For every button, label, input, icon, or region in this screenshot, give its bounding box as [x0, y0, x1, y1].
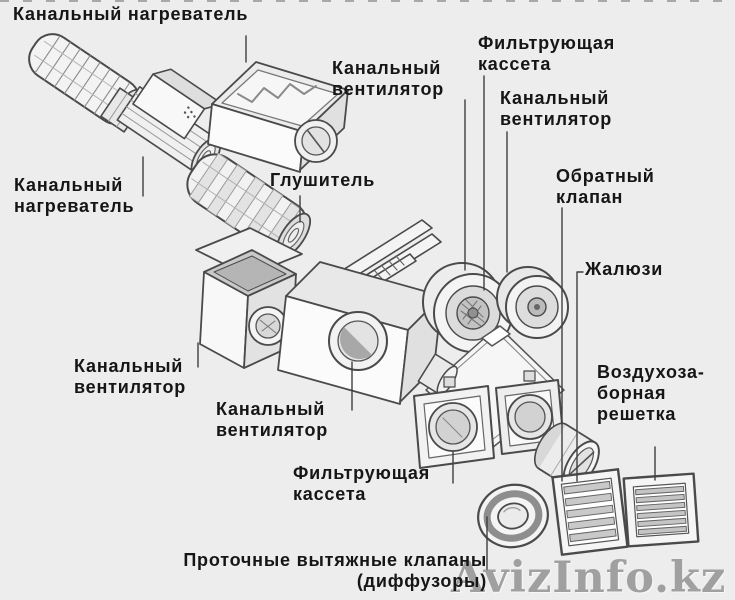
label-louvers: Жалюзи [585, 259, 664, 279]
duct-heater-top [207, 61, 349, 173]
label-duct-heater-top: Канальный нагреватель [13, 4, 249, 24]
air-intake-grille [622, 472, 700, 548]
inline-round-fan-2 [496, 266, 569, 339]
label-filter-cassette-upper: Фильтрующая кассета [478, 33, 616, 74]
louver-shutter [551, 468, 629, 556]
label-air-intake-grille: Воздухоза- борная решетка [597, 362, 705, 424]
label-duct-fan-center: Канальный вентилятор [216, 399, 329, 440]
exhaust-diffuser [477, 483, 549, 549]
label-duct-fan-upper: Канальный вентилятор [332, 58, 445, 99]
label-duct-fan-left: Канальный вентилятор [74, 356, 187, 397]
duct-fan-open-box [195, 227, 303, 369]
label-filter-cassette-lower: Фильтрующая кассета [293, 463, 431, 504]
label-silencer: Глушитель [270, 170, 376, 190]
label-exhaust-diffusers: Проточные вытяжные клапаны (диффузоры) [183, 550, 487, 591]
duct-heater-left [116, 68, 224, 176]
label-duct-heater-left: Канальный нагреватель [14, 175, 135, 216]
label-duct-fan-right: Канальный вентилятор [500, 88, 613, 129]
filter-cassette-1 [413, 376, 495, 469]
watermark: AvizInfo.kz [451, 553, 727, 600]
inline-round-fan-1 [422, 262, 513, 353]
leader-louvers [576, 271, 584, 482]
silencer [186, 152, 312, 258]
duct-fan-center-box [277, 261, 443, 405]
label-check-valve: Обратный клапан [556, 166, 655, 207]
